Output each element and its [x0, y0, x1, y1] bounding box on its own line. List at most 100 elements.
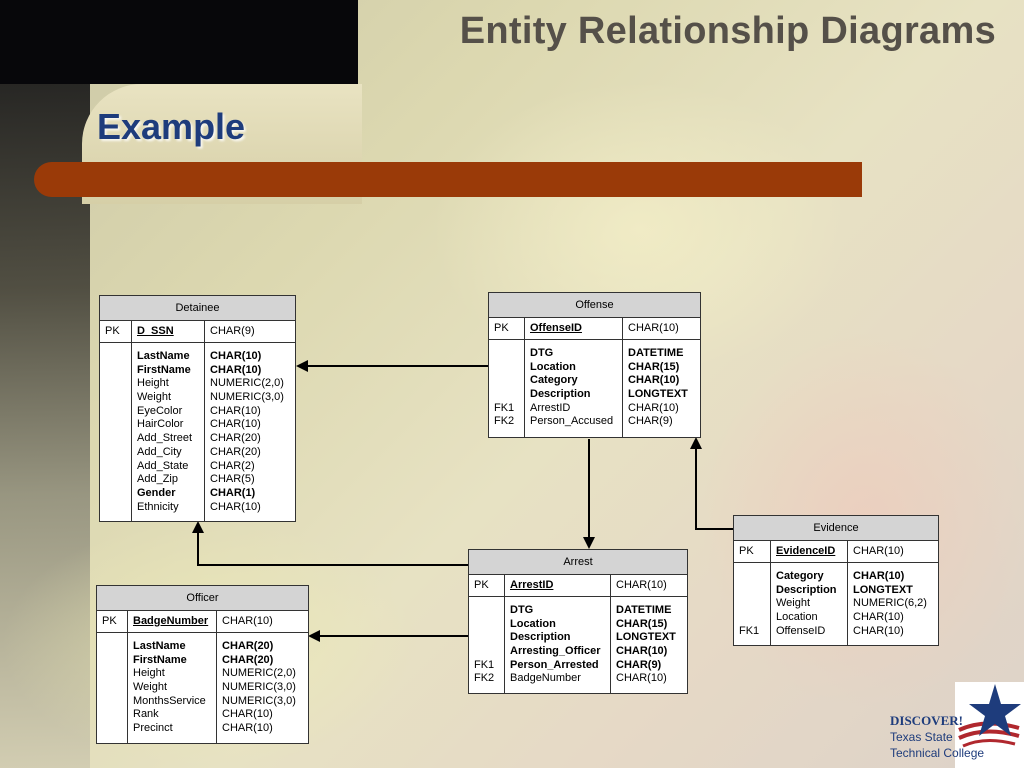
key-field: EvidenceID	[771, 541, 848, 562]
attribute-name: MonthsService	[133, 694, 206, 707]
attribute-key	[102, 681, 127, 695]
attribute-key	[474, 618, 504, 632]
attribute-type: LONGTEXT	[628, 388, 688, 401]
slide-subtitle: Example	[97, 106, 246, 147]
primary-key-row: PK EvidenceID CHAR(10)	[734, 541, 938, 563]
key-type: CHAR(10)	[628, 322, 679, 334]
attribute-name: FirstName	[137, 363, 191, 376]
attribute-type: CHAR(10)	[853, 570, 905, 582]
attribute-key	[494, 347, 524, 361]
attribute-name: Description	[510, 631, 571, 644]
attribute-name: Location	[530, 360, 576, 373]
connector-evidence-offense	[690, 437, 733, 530]
attribute-type: CHAR(9)	[616, 658, 662, 671]
attribute-type: CHAR(10)	[222, 708, 273, 721]
attribute-key	[105, 432, 131, 446]
attribute-key: FK2	[494, 415, 515, 428]
attribute-type: CHAR(20)	[210, 432, 261, 445]
attribute-key	[105, 350, 131, 364]
entity-evidence: Evidence PK EvidenceID CHAR(10) FK1 Cate…	[733, 515, 939, 646]
key-label: PK	[97, 611, 128, 632]
entity-name: Evidence	[734, 516, 938, 541]
attribute-name: Category	[776, 570, 824, 582]
attribute-key	[105, 460, 131, 474]
attribute-key	[102, 667, 127, 681]
attribute-key	[739, 584, 770, 598]
attribute-key	[105, 446, 131, 460]
attribute-type: CHAR(15)	[616, 617, 668, 630]
attribute-type: CHAR(10)	[628, 374, 680, 387]
attribute-name: Weight	[776, 597, 811, 610]
attribute-key	[474, 604, 504, 618]
attribute-type: LONGTEXT	[853, 583, 913, 596]
attribute-type: CHAR(20)	[210, 445, 261, 458]
entity-name: Arrest	[469, 550, 687, 575]
attribute-type: NUMERIC(2,0)	[210, 377, 284, 390]
key-label: PK	[734, 541, 771, 562]
attribute-key	[739, 570, 770, 584]
attribute-type: CHAR(10)	[616, 672, 667, 685]
attribute-name: EyeColor	[137, 404, 183, 417]
attribute-name: Add_City	[137, 445, 182, 458]
entity-name: Officer	[97, 586, 308, 611]
attribute-type: CHAR(10)	[628, 401, 679, 414]
key-label: PK	[489, 318, 525, 339]
attribute-type: CHAR(20)	[222, 640, 274, 652]
attribute-name: LastName	[137, 350, 190, 362]
attribute-key	[105, 405, 131, 419]
attribute-name: HairColor	[137, 418, 184, 431]
entity-name: Detainee	[100, 296, 295, 321]
attribute-key	[105, 364, 131, 378]
background-dark-panel	[0, 0, 358, 84]
attribute-type: NUMERIC(3,0)	[222, 694, 296, 707]
attribute-key	[494, 361, 524, 375]
attribute-type: CHAR(2)	[210, 459, 255, 472]
star-flag-icon	[958, 684, 1021, 748]
attribute-type: NUMERIC(2,0)	[222, 667, 296, 680]
attribute-key	[739, 611, 770, 625]
key-field: OffenseID	[525, 318, 623, 339]
attribute-name: Arresting_Officer	[510, 645, 601, 658]
college-name: DISCOVER! Texas State Technical College	[890, 713, 984, 761]
attribute-type: CHAR(10)	[210, 404, 261, 417]
attribute-name: Height	[133, 667, 165, 680]
key-type: CHAR(10)	[616, 579, 667, 591]
attribute-name: LastName	[133, 640, 186, 652]
attribute-type: CHAR(9)	[628, 415, 673, 428]
attribute-type: CHAR(10)	[210, 500, 261, 513]
key-type: CHAR(10)	[853, 545, 904, 557]
attribute-name: Add_State	[137, 459, 189, 472]
key-label: PK	[100, 321, 132, 342]
connector-arrest-detainee	[192, 521, 468, 566]
attribute-key	[105, 473, 131, 487]
attribute-name: BadgeNumber	[510, 672, 581, 685]
key-column	[100, 343, 132, 521]
primary-key-row: PK ArrestID CHAR(10)	[469, 575, 687, 597]
attribute-type: CHAR(10)	[616, 645, 668, 658]
attribute-name: Rank	[133, 708, 159, 721]
attribute-type: CHAR(10)	[210, 363, 262, 376]
attribute-key	[105, 501, 131, 515]
attribute-key	[105, 418, 131, 432]
college-line-2: Technical College	[890, 746, 985, 760]
attribute-key	[102, 654, 127, 668]
primary-key-row: PK BadgeNumber CHAR(10)	[97, 611, 308, 633]
key-field: BadgeNumber	[128, 611, 217, 632]
attribute-type: CHAR(5)	[210, 473, 255, 486]
attribute-key	[474, 645, 504, 659]
attribute-type: CHAR(15)	[628, 360, 680, 373]
entity-name: Offense	[489, 293, 700, 318]
title-divider-bar	[34, 162, 862, 197]
attribute-name: Category	[530, 374, 578, 387]
